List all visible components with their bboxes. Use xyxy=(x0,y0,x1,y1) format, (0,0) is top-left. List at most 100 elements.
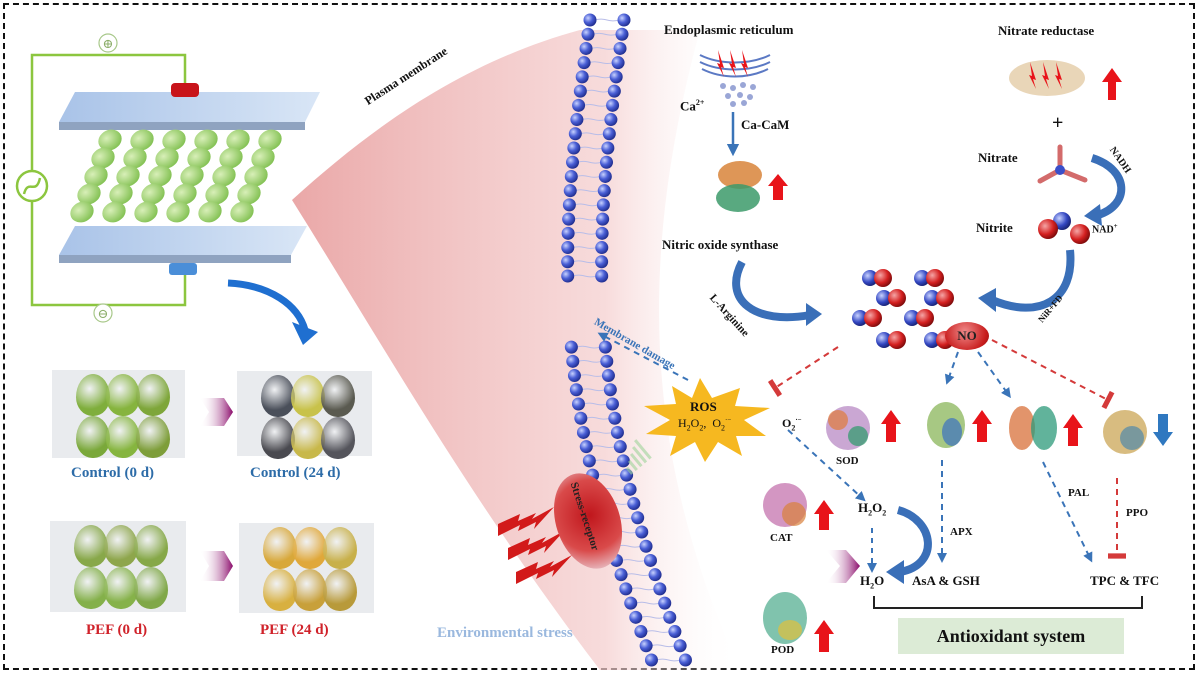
mango-icon xyxy=(180,165,204,187)
lipid-head xyxy=(613,440,627,454)
lipid-head xyxy=(561,226,575,240)
nitrate-reductase-protein-icon xyxy=(1009,60,1085,96)
oxygen-atom xyxy=(888,289,906,307)
asa-gsh-label: AsA & GSH xyxy=(912,573,980,588)
pod-up-arrow-icon xyxy=(814,620,834,652)
nitrogen-atom xyxy=(852,310,868,326)
er-label: Endoplasmic reticulum xyxy=(664,22,794,37)
sod-up-arrow-icon xyxy=(881,410,901,442)
ppo-label: PPO xyxy=(1126,507,1148,519)
mango-icon xyxy=(116,165,140,187)
nitrate-reductase-label: Nitrate reductase xyxy=(998,23,1095,38)
mango-icon xyxy=(77,183,101,205)
membrane-bilayer xyxy=(561,13,692,667)
mango-photo-fruit xyxy=(321,375,355,417)
lipid-head xyxy=(600,354,614,368)
lightning-bolts xyxy=(498,507,572,584)
mango-photo-fruit xyxy=(293,527,327,569)
superoxide-label: O2·− xyxy=(782,416,802,433)
pod-protein-icon xyxy=(763,592,807,644)
lipid-head xyxy=(639,639,653,653)
lipid-head xyxy=(623,482,637,496)
lipid-head xyxy=(603,383,617,397)
negative-terminal-icon: ⊖ xyxy=(98,306,109,321)
lipid-head xyxy=(573,84,587,98)
lipid-head xyxy=(577,56,591,70)
lipid-head xyxy=(581,27,595,41)
h2o2-label: H2O2 xyxy=(858,500,887,518)
er-membrane-icon xyxy=(699,54,771,78)
oxygen-atom xyxy=(864,309,882,327)
pef-circuit xyxy=(15,33,187,323)
curved-arrow-down xyxy=(227,279,309,332)
lipid-head xyxy=(604,113,618,127)
lipid-head xyxy=(663,610,677,624)
antioxidant-system-label: Antioxidant system xyxy=(936,625,1086,646)
photo-arrow-control xyxy=(200,398,233,426)
lipid-head xyxy=(610,425,624,439)
nitrogen-atom xyxy=(876,290,892,306)
lipid-head xyxy=(602,127,616,141)
mango-photo-fruit xyxy=(261,375,295,417)
caption-control-0d: Control (0 d) xyxy=(71,465,155,481)
oxygen-atom xyxy=(916,309,934,327)
mango-photo-fruit xyxy=(134,525,168,567)
lipid-head xyxy=(566,155,580,169)
l-arginine-curved-arrow xyxy=(732,260,811,322)
top-electrode-plate xyxy=(59,83,320,130)
mango-photo-fruit xyxy=(104,525,138,567)
environmental-stress-label: Environmental stress xyxy=(437,625,573,641)
oxygen-atom xyxy=(874,269,892,287)
diagram-border xyxy=(3,3,1195,670)
mango-icon xyxy=(155,147,179,169)
lipid-head xyxy=(653,582,667,596)
mango-photo-fruit xyxy=(263,527,297,569)
lipid-head xyxy=(613,41,627,55)
lipid-head xyxy=(570,113,584,127)
lipid-head xyxy=(624,596,638,610)
mango-photo-fruit xyxy=(104,567,138,609)
zoom-fan xyxy=(292,30,740,670)
pal-label: PAL xyxy=(1068,487,1090,499)
lipid-head xyxy=(566,354,580,368)
mango-icon xyxy=(166,201,190,223)
ros-species: H2O2, O2·− xyxy=(678,416,732,433)
nitrite-label: Nitrite xyxy=(976,220,1013,235)
mango-photo-fruit xyxy=(106,416,140,458)
sod-protein-icon xyxy=(826,406,870,450)
mango-photo-fruit xyxy=(323,569,357,611)
lipid-head xyxy=(576,425,590,439)
lipid-head xyxy=(571,397,585,411)
mango-photo-fruit xyxy=(76,416,110,458)
caption-control-24d: Control (24 d) xyxy=(250,465,341,481)
lipid-head xyxy=(598,340,612,354)
lipid-head xyxy=(583,13,597,27)
caption-pef-0d: PEF (0 d) xyxy=(86,622,148,638)
nitrogen-atom xyxy=(862,270,878,286)
apx-protein-icon xyxy=(927,402,965,448)
mango-photo-fruit xyxy=(136,416,170,458)
lipid-head xyxy=(561,269,575,283)
mango-icon xyxy=(194,129,218,151)
lipid-head xyxy=(562,212,576,226)
mango-icon xyxy=(258,129,282,151)
mango-photo-fruit xyxy=(291,375,325,417)
no-activates-pal-enzyme xyxy=(977,351,1011,399)
mango-icon xyxy=(98,129,122,151)
lipid-head xyxy=(648,568,662,582)
lipid-head xyxy=(595,226,609,240)
mango-icon xyxy=(123,147,147,169)
lipid-head xyxy=(561,255,575,269)
no-activates-apx-enzyme xyxy=(944,351,959,385)
ca-ion-label: Ca2+ xyxy=(680,98,705,114)
mango-icon xyxy=(212,165,236,187)
mango-photo-fruit xyxy=(323,527,357,569)
antioxidant-system-box: Antioxidant system xyxy=(898,618,1124,654)
apx-label: APX xyxy=(950,526,973,538)
antioxidant-bracket xyxy=(873,596,1143,609)
mango-icon xyxy=(148,165,172,187)
mango-icon xyxy=(173,183,197,205)
mango-icon xyxy=(84,165,108,187)
signal-bars-icon xyxy=(625,439,652,475)
mango-icon xyxy=(109,183,133,205)
